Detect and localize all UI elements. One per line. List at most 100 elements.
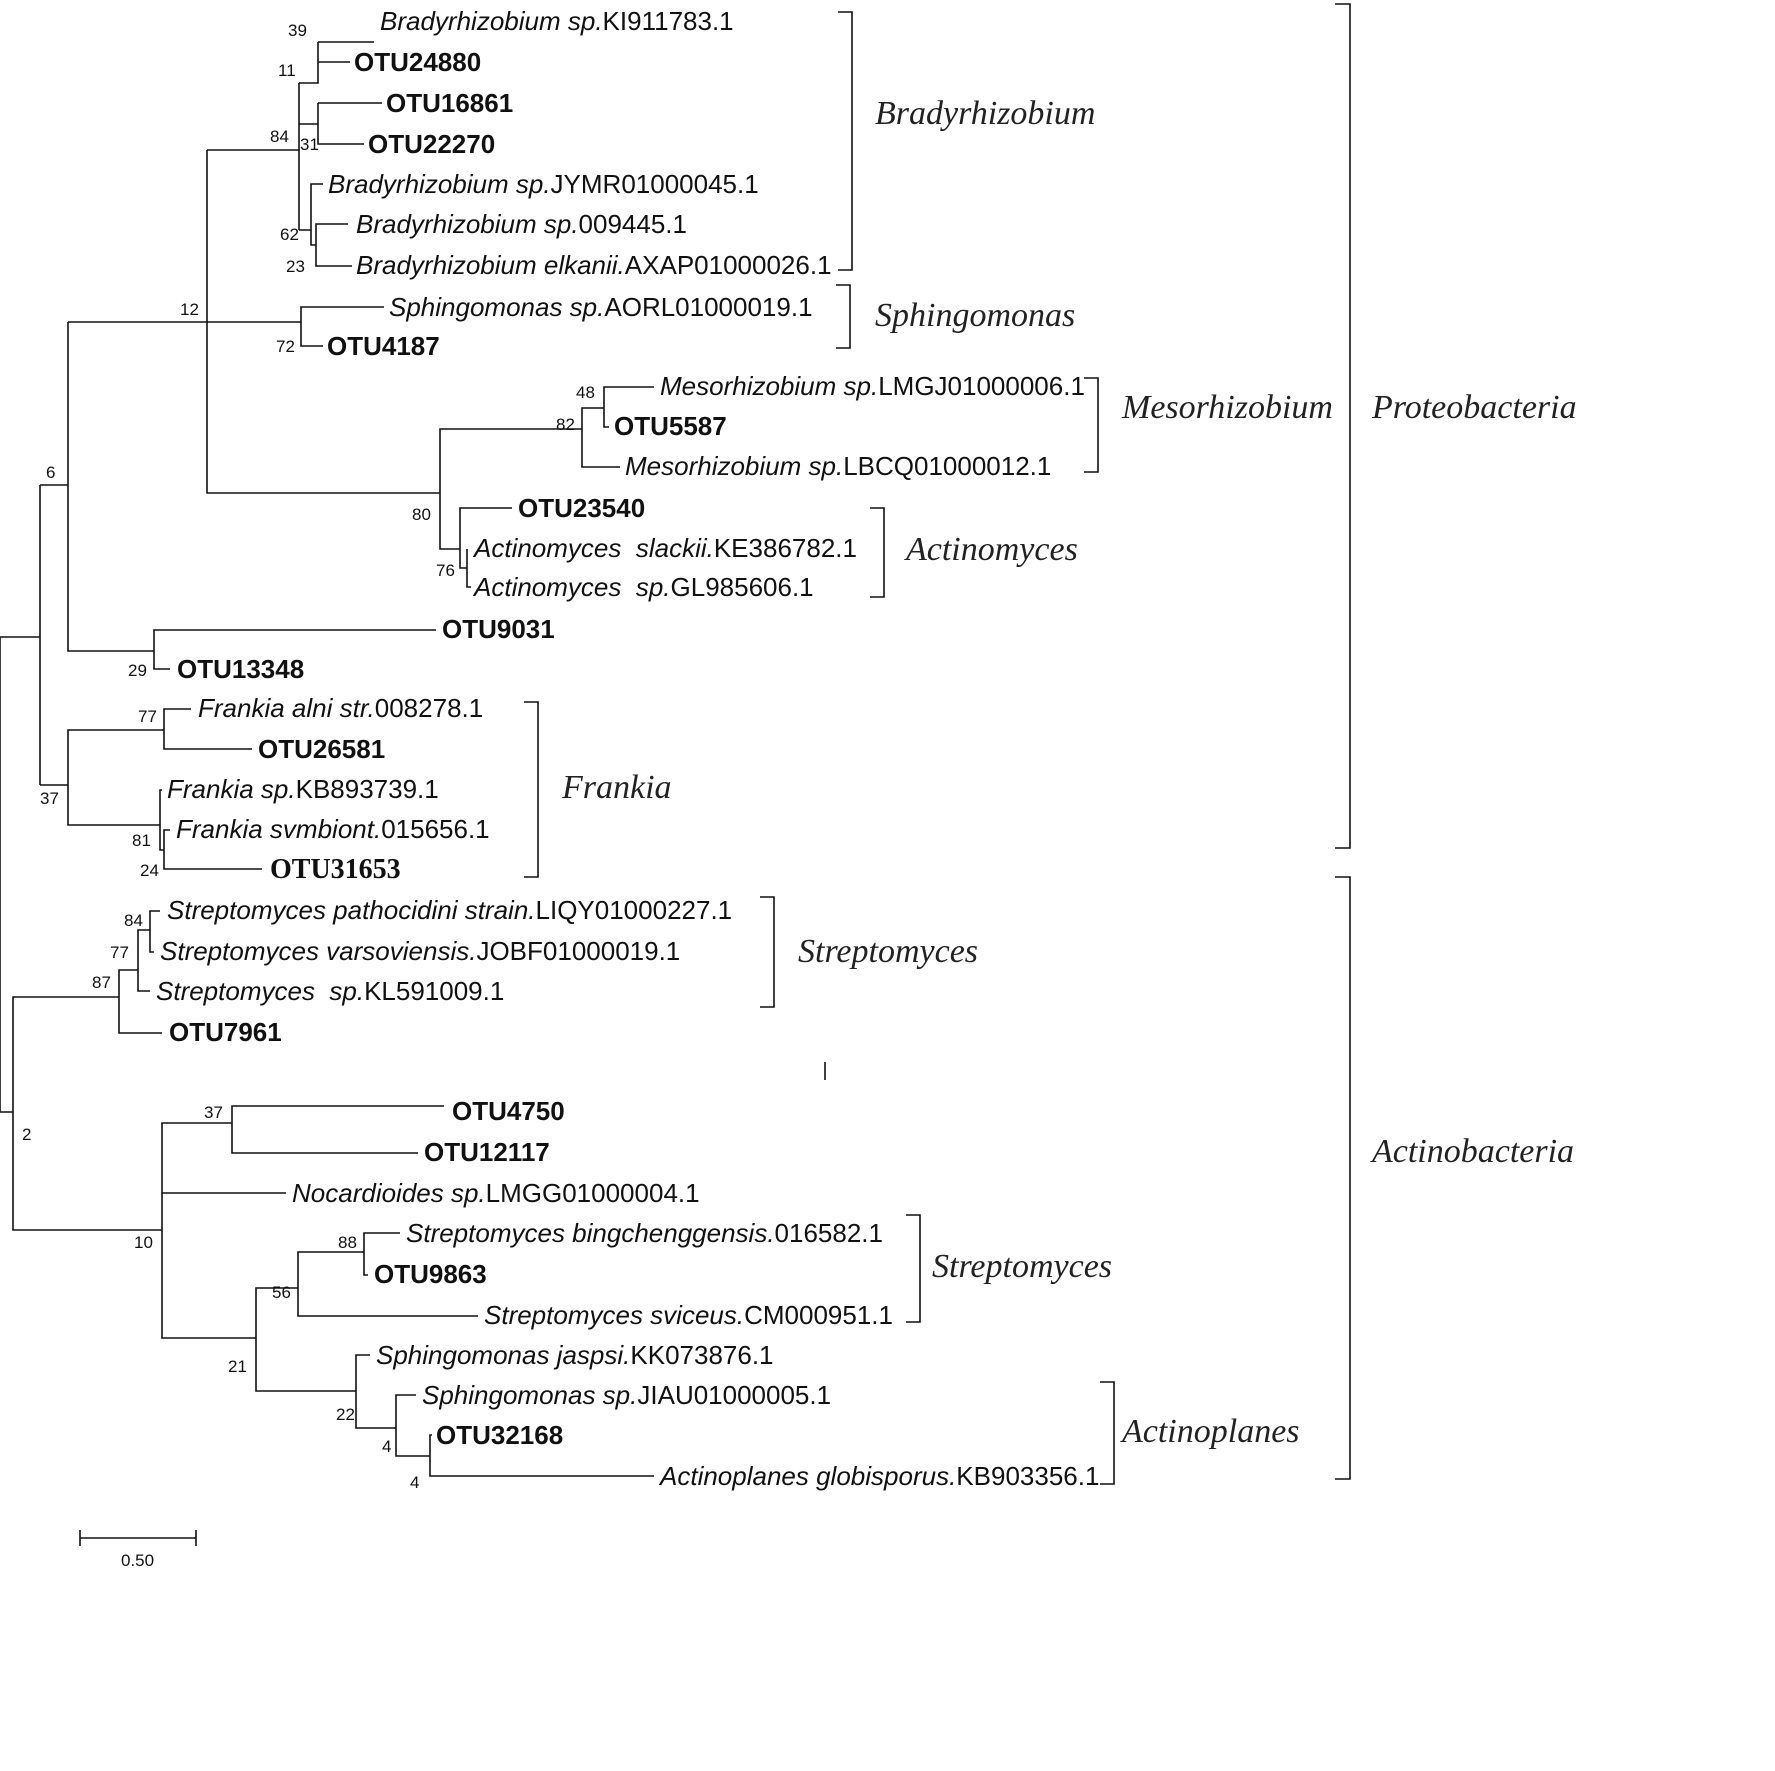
leaf-species: Sphingomonas sp. <box>389 292 604 322</box>
leaf-label: Bradyrhizobium elkanii.AXAP01000026.1 <box>356 250 832 280</box>
tree-branches <box>0 41 654 1477</box>
bootstrap-value: 80 <box>412 505 431 524</box>
branch-node-10 <box>161 1122 286 1339</box>
leaf-label: Frankia svmbiont.015656.1 <box>176 814 490 844</box>
leaf-label: Frankia sp.KB893739.1 <box>167 774 439 804</box>
leaf-accession: JIAU01000005.1 <box>637 1380 831 1410</box>
otu-label: OTU32168 <box>436 1420 563 1450</box>
leaf-accession: KL591009.1 <box>364 976 504 1006</box>
branch-node-56 <box>297 1251 478 1317</box>
bootstrap-value: 10 <box>134 1233 153 1252</box>
branch-node-21 <box>255 1287 356 1392</box>
bootstrap-value: 24 <box>140 861 159 880</box>
bootstrap-value: 6 <box>46 463 55 482</box>
leaf-accession: AORL01000019.1 <box>604 292 812 322</box>
leaf-label: Streptomyces pathocidini strain.LIQY0100… <box>167 895 732 925</box>
leaf-label: Actinomyces slackii.KE386782.1 <box>472 533 857 563</box>
otu-label: OTU4750 <box>452 1096 565 1126</box>
leaf-label: Streptomyces bingchenggensis.016582.1 <box>406 1218 883 1248</box>
bootstrap-values: 39 11 31 84 62 23 12 72 48 82 80 76 6 29… <box>22 21 595 1492</box>
bootstrap-value: 82 <box>556 415 575 434</box>
leaf-label: Bradyrhizobium sp.009445.1 <box>356 209 687 239</box>
bootstrap-value: 21 <box>228 1357 247 1376</box>
leaf-species: Nocardioides sp. <box>292 1178 486 1208</box>
branch-node-37 <box>40 729 164 826</box>
branch-lower-root <box>12 996 162 1231</box>
branch-node-80 <box>439 428 582 550</box>
bracket-actinoplanes <box>1100 1381 1115 1485</box>
leaf-label: Frankia alni str.008278.1 <box>198 693 483 723</box>
bracket-proteobacteria <box>1335 3 1351 849</box>
leaf-label: Streptomyces sviceus.CM000951.1 <box>484 1300 893 1330</box>
leaf-accession: LMGJ01000006.1 <box>878 371 1085 401</box>
leaf-accession: KB903356.1 <box>956 1461 1099 1491</box>
leaf-accession: CM000951.1 <box>744 1300 893 1330</box>
branch-frankia-81 <box>159 789 262 870</box>
leaf-accession: JOBF01000019.1 <box>476 936 680 966</box>
leaf-accession: LIQY01000227.1 <box>536 895 733 925</box>
branch-brady-clade <box>207 83 300 230</box>
branch-brady-sub3 <box>299 183 352 267</box>
bootstrap-value: 48 <box>576 383 595 402</box>
leaf-label: Nocardioides sp.LMGG01000004.1 <box>292 1178 700 1208</box>
leaf-accession: AXAP01000026.1 <box>625 250 832 280</box>
bootstrap-value: 62 <box>280 225 299 244</box>
bracket-actinomyces <box>870 507 885 598</box>
otu-label: OTU31653 <box>270 854 401 885</box>
clade-label-sphingomonas: Sphingomonas <box>875 297 1075 334</box>
leaf-species: Bradyrhizobium elkanii. <box>356 250 625 280</box>
branch-upper-root <box>0 485 41 785</box>
leaf-species: Streptomyces bingchenggensis. <box>406 1218 775 1248</box>
leaf-label: Mesorhizobium sp.LMGJ01000006.1 <box>660 371 1085 401</box>
leaf-accession: GL985606.1 <box>671 572 814 602</box>
bootstrap-value: 87 <box>92 973 111 992</box>
leaf-label: Sphingomonas jaspsi.KK073876.1 <box>376 1340 774 1370</box>
leaf-label: Streptomyces sp.KL591009.1 <box>156 976 504 1006</box>
leaf-accession: 008278.1 <box>375 693 483 723</box>
leaf-label: Sphingomonas sp.AORL01000019.1 <box>389 292 813 322</box>
leaf-label: Sphingomonas sp.JIAU01000005.1 <box>422 1380 831 1410</box>
bootstrap-value: 22 <box>336 1405 355 1424</box>
branch-actinomyces <box>459 507 512 588</box>
leaf-accession: LBCQ01000012.1 <box>843 451 1051 481</box>
branch-brady-sub2 <box>299 102 382 145</box>
branch-node-4a <box>395 1394 430 1457</box>
clade-label-streptomyces-lower: Streptomyces <box>932 1248 1112 1285</box>
bracket-streptomyces-lower <box>906 1214 921 1323</box>
leaf-species: Frankia alni str. <box>198 693 375 723</box>
bootstrap-value: 37 <box>204 1103 223 1122</box>
leaf-accession: LMGG01000004.1 <box>486 1178 700 1208</box>
clade-label-streptomyces-upper: Streptomyces <box>798 933 978 970</box>
clade-label-frankia: Frankia <box>561 769 672 806</box>
bracket-bradyrhizobium <box>838 11 853 271</box>
bootstrap-value: 84 <box>270 127 289 146</box>
leaf-species: Bradyrhizobium sp. <box>380 6 603 36</box>
leaf-species: Streptomyces sviceus. <box>484 1300 744 1330</box>
leaf-label: Mesorhizobium sp.LBCQ01000012.1 <box>625 451 1051 481</box>
bootstrap-value: 31 <box>300 135 319 154</box>
branch-sphingo-clade <box>207 306 384 347</box>
otu-label: OTU9031 <box>442 614 555 644</box>
branch-node-37b <box>231 1105 444 1154</box>
clade-label-actinomyces: Actinomyces <box>904 531 1078 568</box>
branch-strepto-87 <box>118 969 162 1034</box>
otu-label: OTU26581 <box>258 734 385 764</box>
otu-label: OTU13348 <box>177 654 304 684</box>
bootstrap-value: 4 <box>382 1437 391 1456</box>
leaf-species: Bradyrhizobium sp. <box>356 209 579 239</box>
otu-label: OTU12117 <box>424 1137 550 1167</box>
bootstrap-value: 77 <box>110 943 129 962</box>
leaf-accession: KB893739.1 <box>296 774 439 804</box>
bracket-frankia <box>524 701 539 878</box>
bootstrap-value: 11 <box>278 61 296 80</box>
branch-node-29 <box>153 629 436 670</box>
branch-frankia-77 <box>163 708 252 750</box>
leaf-accession: 015656.1 <box>381 814 489 844</box>
clade-labels: Bradyrhizobium Sphingomonas Mesorhizobiu… <box>561 95 1577 1450</box>
leaf-label: Bradyrhizobium sp.KI911783.1 <box>380 6 734 36</box>
bootstrap-value: 88 <box>338 1233 357 1252</box>
branch-root <box>0 637 13 1113</box>
bootstrap-value: 29 <box>128 661 147 680</box>
otu-label: OTU23540 <box>518 493 645 523</box>
branch-brady-sub1 <box>299 41 374 84</box>
